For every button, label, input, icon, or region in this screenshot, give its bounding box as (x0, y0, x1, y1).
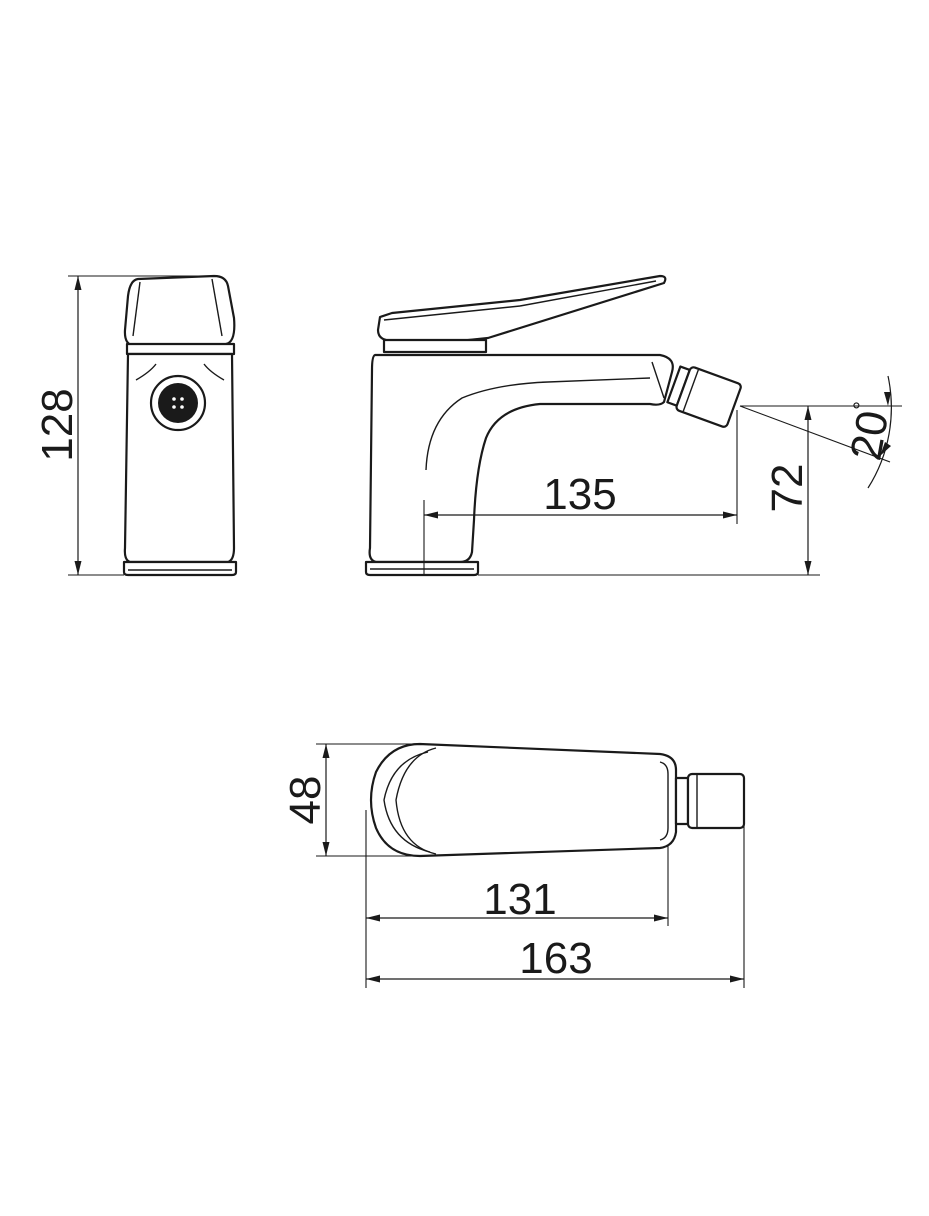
top-view-body (369, 742, 678, 858)
front-view (122, 274, 238, 577)
top-view-nozzle (686, 772, 746, 830)
dimension-body-length: 131 (365, 810, 669, 988)
body-length-label: 131 (483, 875, 556, 924)
side-view-lever (376, 274, 667, 345)
front-view-base (122, 560, 238, 577)
dimension-width: 48 (281, 743, 430, 857)
dimension-reach: 135 (423, 410, 738, 575)
dimension-outlet-height: 72 (740, 405, 902, 575)
degree-symbol: ° (852, 398, 861, 423)
outlet-height-label: 72 (763, 464, 812, 513)
front-view-collar (125, 342, 236, 356)
overall-length-label: 163 (519, 934, 592, 983)
side-view-body (368, 353, 674, 564)
side-view-nozzle (666, 365, 742, 428)
side-view-collar (382, 338, 488, 354)
dimension-height: 128 (33, 275, 214, 576)
angle-label: 20 (841, 407, 898, 464)
side-view (364, 274, 742, 577)
height-label: 128 (33, 388, 82, 461)
aerator-icon (158, 383, 198, 423)
dimension-overall-length: 163 (366, 826, 745, 988)
top-view (369, 742, 746, 858)
reach-label: 135 (543, 470, 616, 519)
dimension-angle: 20 ° (739, 375, 898, 489)
top-view-nozzle-neck (674, 776, 690, 826)
width-label: 48 (281, 776, 330, 825)
